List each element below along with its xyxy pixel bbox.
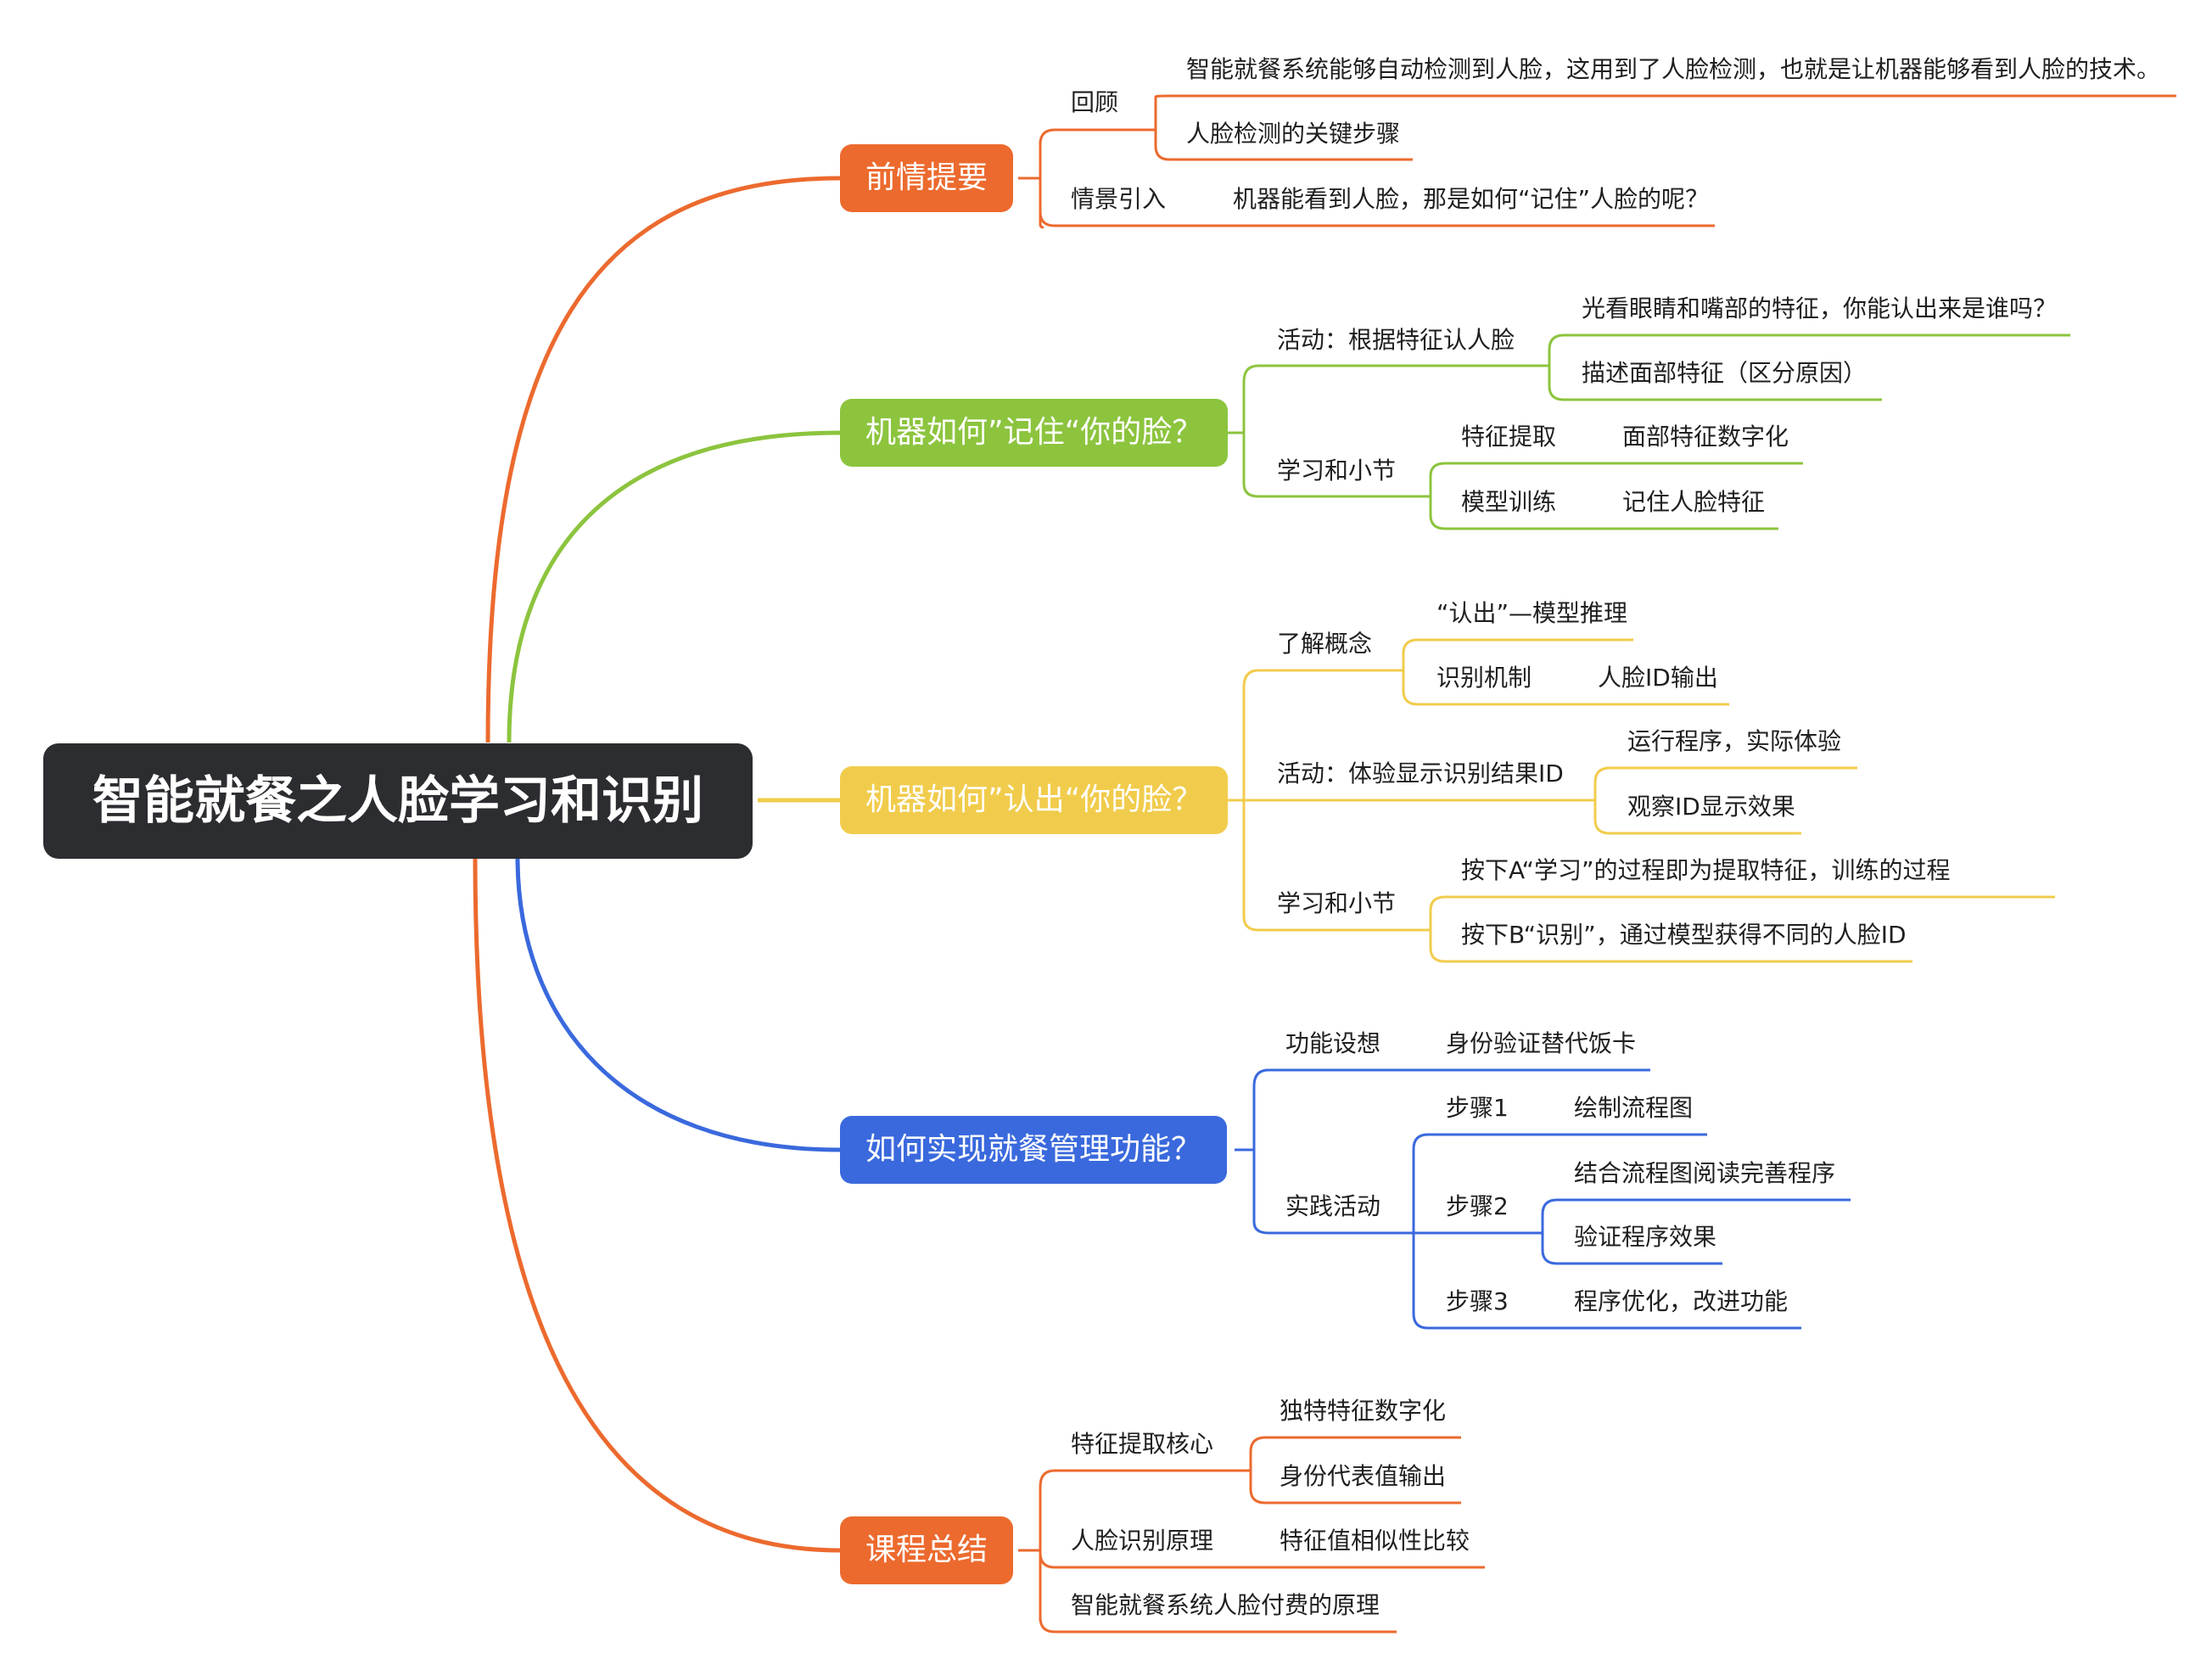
b3-activity-spine (1593, 766, 1857, 835)
b4-practice-spine (1412, 1133, 1801, 1330)
b3-study-spine (1429, 895, 2055, 963)
b3-to-concept (1242, 669, 1403, 688)
b4-spine (1235, 1086, 1256, 1222)
node-review[interactable]: 回顾 (1071, 88, 1119, 116)
root-to-branch-2 (507, 430, 841, 743)
node-recognition-principle[interactable]: 人脸识别原理 (1071, 1527, 1214, 1555)
node-understand-concept[interactable]: 了解概念 (1277, 630, 1373, 658)
node-id-replace-card[interactable]: 身份验证替代饭卡 (1446, 1029, 1637, 1057)
node-activity-feature[interactable]: 活动：根据特征认人脸 (1277, 326, 1515, 354)
branch-dining-management[interactable]: 如何实现就餐管理功能？ (840, 1116, 1228, 1184)
b4-step2-spine (1541, 1198, 1851, 1265)
node-function-idea[interactable]: 功能设想 (1285, 1029, 1381, 1057)
node-feature-core[interactable]: 特征提取核心 (1071, 1430, 1214, 1458)
node-remember-features[interactable]: 记住人脸特征 (1622, 488, 1766, 516)
node-draw-flowchart[interactable]: 绘制流程图 (1574, 1094, 1694, 1122)
b2-activity-spine (1548, 333, 2070, 401)
node-model-inference[interactable]: “认出”—模型推理 (1436, 599, 1628, 627)
branch-recap[interactable]: 前情提要 (840, 144, 1014, 212)
node-face-payment[interactable]: 智能就餐系统人脸付费的原理 (1071, 1591, 1380, 1619)
node-model-training[interactable]: 模型训练 (1461, 488, 1557, 516)
b1-qingjing-line (1039, 211, 1715, 227)
b2-to-activity (1242, 364, 1549, 383)
node-step-3[interactable]: 步骤3 (1446, 1287, 1509, 1315)
node-optimize-program[interactable]: 程序优化，改进功能 (1574, 1287, 1789, 1315)
node-unique-features[interactable]: 独特特征数字化 (1280, 1397, 1447, 1425)
node-identity-value[interactable]: 身份代表值输出 (1280, 1462, 1447, 1490)
b5-to-core (1039, 1469, 1251, 1488)
node-describe-features[interactable]: 描述面部特征（区分原因） (1582, 359, 1868, 387)
node-eyes-mouth-question[interactable]: 光看眼睛和嘴部的特征，你能认出来是谁吗？ (1582, 294, 2058, 322)
b4-to-practice (1252, 1221, 1414, 1235)
b5-core-spine (1249, 1436, 1461, 1505)
node-face-id-output[interactable]: 人脸ID输出 (1598, 664, 1718, 692)
node-press-a[interactable]: 按下A“学习”的过程即为提取特征，训练的过程 (1461, 856, 1951, 884)
node-observe-id[interactable]: 观察ID显示效果 (1627, 793, 1795, 821)
node-press-b[interactable]: 按下B“识别”，通过模型获得不同的人脸ID (1461, 921, 1907, 949)
node-scenario-question[interactable]: 机器能看到人脸，那是如何“记住”人脸的呢？ (1233, 185, 1710, 213)
root-to-branch-1 (485, 176, 841, 743)
node-step-2[interactable]: 步骤2 (1446, 1192, 1509, 1220)
node-verify-program[interactable]: 验证程序效果 (1574, 1223, 1717, 1251)
node-similarity-compare[interactable]: 特征值相似性比较 (1280, 1527, 1470, 1555)
node-run-program[interactable]: 运行程序，实际体验 (1627, 727, 1842, 755)
node-study-summary-2[interactable]: 学习和小节 (1277, 889, 1397, 917)
node-read-complete-program[interactable]: 结合流程图阅读完善程序 (1574, 1159, 1836, 1187)
branch-course-summary[interactable]: 课程总结 (840, 1516, 1014, 1584)
b3-to-study (1242, 916, 1431, 932)
b2-study-spine (1429, 462, 1803, 530)
node-scenario[interactable]: 情景引入 (1071, 185, 1167, 213)
node-activity-show-id[interactable]: 活动：体验显示识别结果ID (1277, 759, 1564, 787)
b5-to-principle (1039, 1552, 1485, 1569)
b1-to-huigu (1039, 128, 1156, 145)
b1-huigu-spine (1154, 94, 2176, 161)
b4-to-idea (1252, 1068, 1650, 1087)
connectors (473, 94, 2176, 1634)
b3-concept-spine (1402, 638, 1729, 706)
node-review-detail[interactable]: 智能就餐系统能够自动检测到人脸，这用到了人脸检测，也就是让机器能够看到人脸的技术… (1186, 55, 2161, 83)
root-to-branch-5 (473, 856, 841, 1553)
branch-recognize-face[interactable]: 机器如何”认出“你的脸？ (840, 766, 1229, 834)
node-feature-extraction[interactable]: 特征提取 (1461, 423, 1557, 451)
b5-spine (1018, 1487, 1042, 1621)
root-node[interactable]: 智能就餐之人脸学习和识别 (43, 743, 753, 859)
branch-remember-face[interactable]: 机器如何”记住“你的脸？ (840, 399, 1229, 467)
node-recognition-mechanism[interactable]: 识别机制 (1436, 664, 1532, 692)
node-practice-activity[interactable]: 实践活动 (1285, 1192, 1381, 1220)
node-detection-steps[interactable]: 人脸检测的关键步骤 (1186, 120, 1401, 148)
node-step-1[interactable]: 步骤1 (1446, 1094, 1509, 1122)
root-to-branch-4 (515, 856, 841, 1152)
node-digitize-features[interactable]: 面部特征数字化 (1622, 423, 1789, 451)
b2-to-study (1242, 483, 1431, 498)
b5-to-payment (1039, 1617, 1397, 1634)
b1-spine (1018, 141, 1044, 229)
node-study-summary-1[interactable]: 学习和小节 (1277, 457, 1397, 485)
